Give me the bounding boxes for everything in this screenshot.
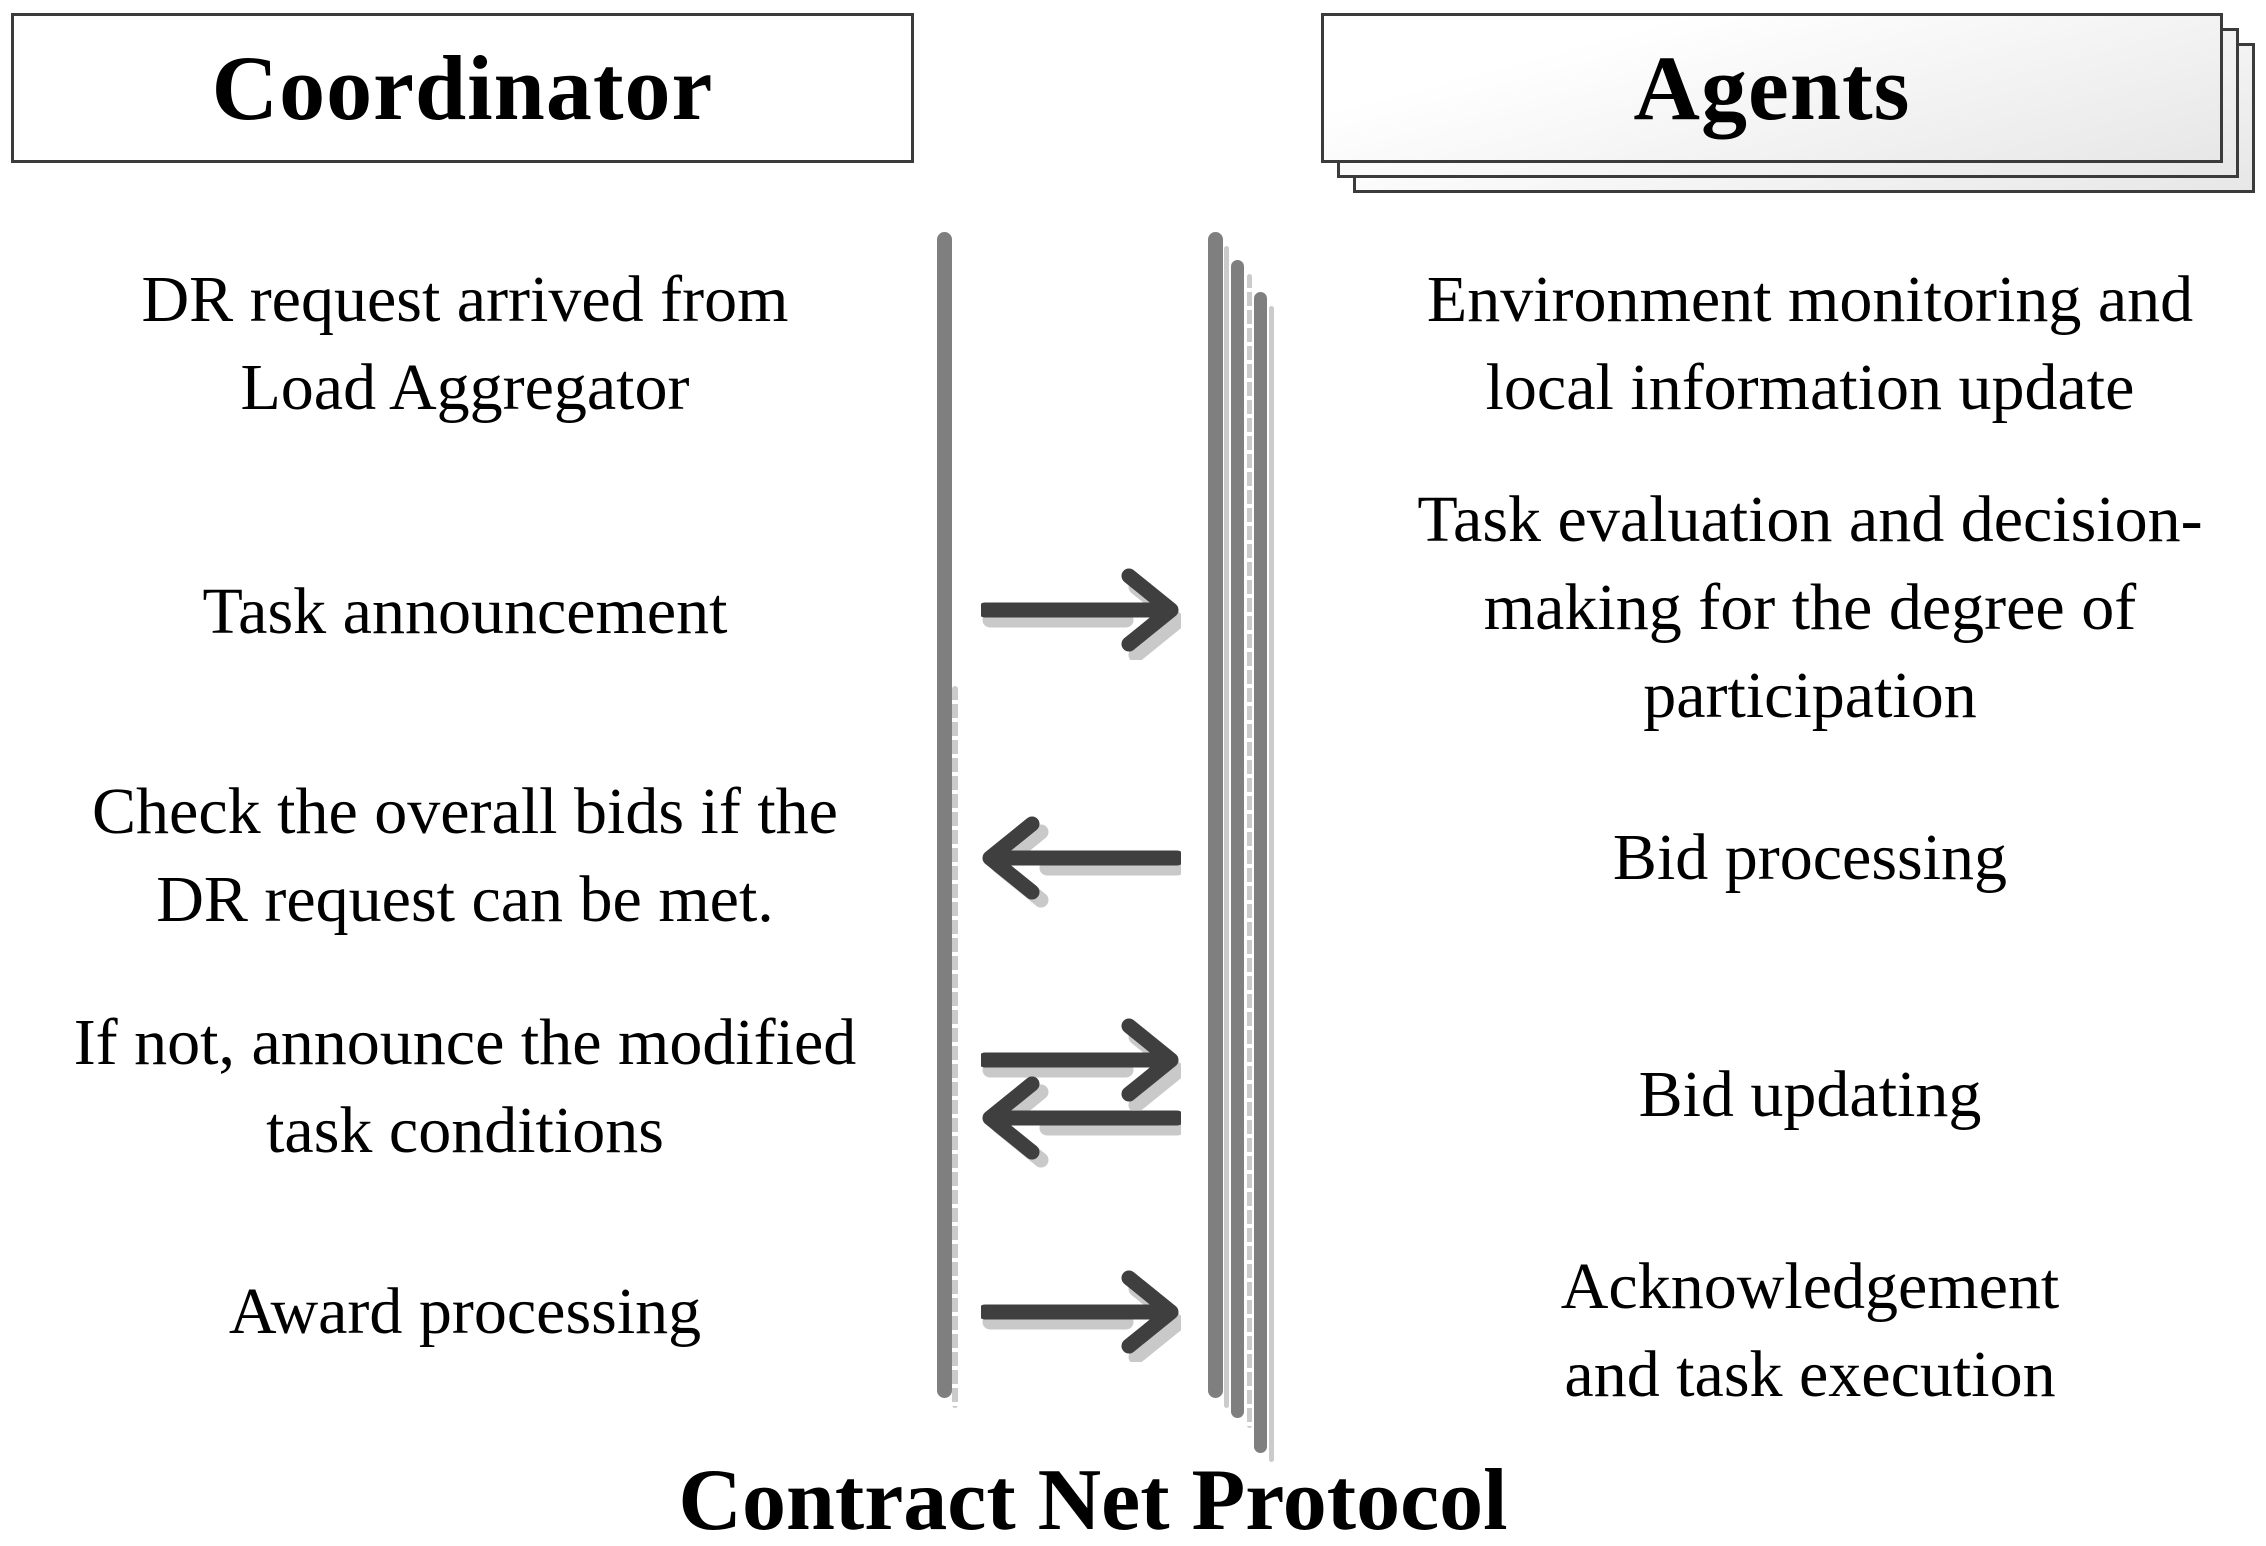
step-line: participation — [1643, 659, 1977, 732]
step-line: local information update — [1485, 351, 2135, 424]
arrow-head-icon — [1121, 1018, 1179, 1102]
agent-step-environment-monitoring: Environment monitoring and local informa… — [1350, 256, 2266, 432]
arrow-head-icon — [982, 1076, 1040, 1160]
coordinator-lifeline — [937, 232, 952, 1398]
arrow-body — [982, 1076, 1181, 1160]
step-line: and task execution — [1564, 1338, 2056, 1411]
step-line: If not, announce the modified — [73, 1006, 857, 1079]
step-line: Environment monitoring and — [1426, 263, 2194, 336]
agents-box: Agents — [1321, 13, 2223, 163]
message-arrow-right-1 — [981, 568, 1181, 660]
agent-lifeline-1 — [1208, 232, 1223, 1398]
message-arrow-right-3 — [981, 1270, 1181, 1362]
coordinator-label: Coordinator — [211, 37, 714, 139]
step-line: making for the degree of — [1483, 571, 2137, 644]
step-line: Check the overall bids if the — [92, 775, 838, 848]
protocol-title: Contract Net Protocol — [678, 1452, 1508, 1546]
arrow-body — [982, 816, 1181, 900]
agent-step-task-evaluation: Task evaluation and decision- making for… — [1350, 476, 2266, 740]
agent-lifeline-1-shadow — [1224, 246, 1229, 1408]
arrow-body — [981, 1018, 1179, 1102]
agent-step-bid-updating: Bid updating — [1350, 1051, 2266, 1139]
step-line: task conditions — [266, 1094, 664, 1167]
coordinator-box: Coordinator — [11, 13, 914, 163]
agent-lifeline-3-shadow — [1269, 306, 1274, 1462]
agent-step-acknowledgement: Acknowledgement and task execution — [1350, 1243, 2266, 1419]
message-arrow-left-1 — [982, 816, 1181, 908]
step-line: Task evaluation and decision- — [1417, 483, 2203, 556]
arrow-head-icon — [1121, 1270, 1179, 1354]
agent-lifeline-2 — [1231, 260, 1244, 1418]
coordinator-step-award-processing: Award processing — [5, 1268, 925, 1356]
coordinator-step-dr-request: DR request arrived from Load Aggregator — [5, 256, 925, 432]
step-line: DR request can be met. — [156, 863, 774, 936]
coordinator-step-modified-conditions: If not, announce the modified task condi… — [5, 999, 925, 1175]
step-line: Acknowledgement — [1560, 1250, 2060, 1323]
arrow-body — [981, 568, 1179, 652]
agent-lifeline-2-shadow — [1247, 274, 1252, 1428]
message-arrow-right-2 — [981, 1018, 1181, 1110]
arrow-head-icon — [1121, 568, 1179, 652]
arrow-body — [981, 1270, 1179, 1354]
step-line: Award processing — [228, 1275, 702, 1348]
step-line: DR request arrived from — [141, 263, 789, 336]
coordinator-lifeline-highlight — [952, 686, 958, 1408]
coordinator-step-task-announcement: Task announcement — [5, 568, 925, 656]
arrow-head-icon — [982, 816, 1040, 900]
agents-label: Agents — [1633, 37, 1911, 139]
step-line: Load Aggregator — [240, 351, 690, 424]
step-line: Bid processing — [1612, 821, 2008, 894]
step-line: Bid updating — [1638, 1058, 1982, 1131]
message-arrow-left-2 — [982, 1076, 1181, 1168]
agent-step-bid-processing: Bid processing — [1350, 814, 2266, 902]
coordinator-step-check-bids: Check the overall bids if the DR request… — [5, 768, 925, 944]
step-line: Task announcement — [202, 575, 728, 648]
agent-lifeline-3 — [1254, 292, 1267, 1453]
